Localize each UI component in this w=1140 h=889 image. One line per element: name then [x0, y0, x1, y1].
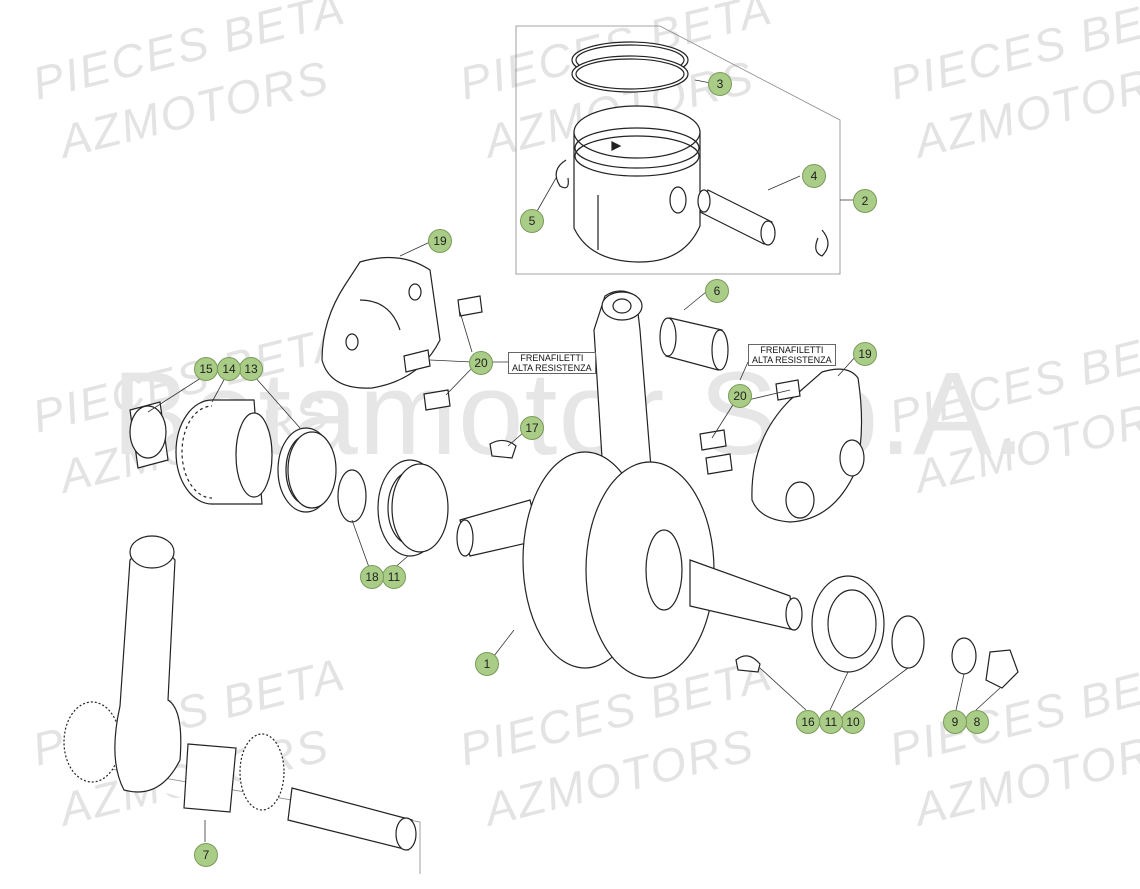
half-key: [735, 655, 761, 673]
callout-18[interactable]: 18: [360, 565, 384, 589]
piston-pin: [697, 189, 776, 246]
callout-10[interactable]: 10: [841, 710, 865, 734]
nut: [985, 649, 1019, 689]
washer: [951, 637, 977, 675]
callout-14[interactable]: 14: [217, 357, 241, 381]
small-end-bearing: [659, 317, 729, 371]
threadlocker-note-right: FRENAFILETTI ALTA RESISTENZA: [748, 344, 836, 366]
piston: [573, 105, 701, 263]
note-line: ALTA RESISTENZA: [752, 355, 832, 365]
primary-gear: [175, 399, 273, 505]
callout-20[interactable]: 20: [469, 351, 493, 375]
callout-19[interactable]: 19: [853, 342, 877, 366]
main-bearing-right: [811, 575, 885, 673]
threadlocker-note-left: FRENAFILETTI ALTA RESISTENZA: [508, 352, 596, 374]
callout-15[interactable]: 15: [194, 357, 218, 381]
callout-19[interactable]: 19: [428, 229, 452, 253]
callout-13[interactable]: 13: [239, 357, 263, 381]
callout-2[interactable]: 2: [853, 189, 877, 213]
callout-3[interactable]: 3: [708, 72, 732, 96]
o-ring: [337, 469, 367, 523]
connecting-rod-kit: [63, 535, 421, 874]
callout-20[interactable]: 20: [728, 384, 752, 408]
callout-17[interactable]: 17: [520, 416, 544, 440]
spacer: [891, 615, 925, 669]
callout-4[interactable]: 4: [802, 164, 826, 188]
piston-rings: [571, 41, 689, 93]
callout-11[interactable]: 11: [819, 710, 843, 734]
crankshaft: [456, 451, 803, 679]
counterweight-insert-right: [751, 368, 865, 523]
callout-11[interactable]: 11: [382, 565, 406, 589]
callout-16[interactable]: 16: [796, 710, 820, 734]
note-line: FRENAFILETTI: [760, 345, 824, 355]
note-line: FRENAFILETTI: [520, 353, 584, 363]
callout-7[interactable]: 7: [194, 843, 218, 867]
callout-5[interactable]: 5: [520, 209, 544, 233]
screws-left: [403, 295, 483, 411]
note-line: ALTA RESISTENZA: [512, 363, 592, 373]
main-bearing-left: [377, 459, 449, 557]
callout-8[interactable]: 8: [965, 710, 989, 734]
screws-right: [699, 379, 801, 475]
circlip-right: [815, 229, 829, 257]
callout-6[interactable]: 6: [705, 279, 729, 303]
callout-9[interactable]: 9: [943, 710, 967, 734]
circlip-left: [555, 159, 569, 189]
woodruff-key: [489, 439, 517, 459]
piston-kit-bracket: [515, 25, 841, 275]
bush: [129, 401, 169, 469]
callout-1[interactable]: 1: [475, 652, 499, 676]
oil-seal: [277, 427, 337, 513]
